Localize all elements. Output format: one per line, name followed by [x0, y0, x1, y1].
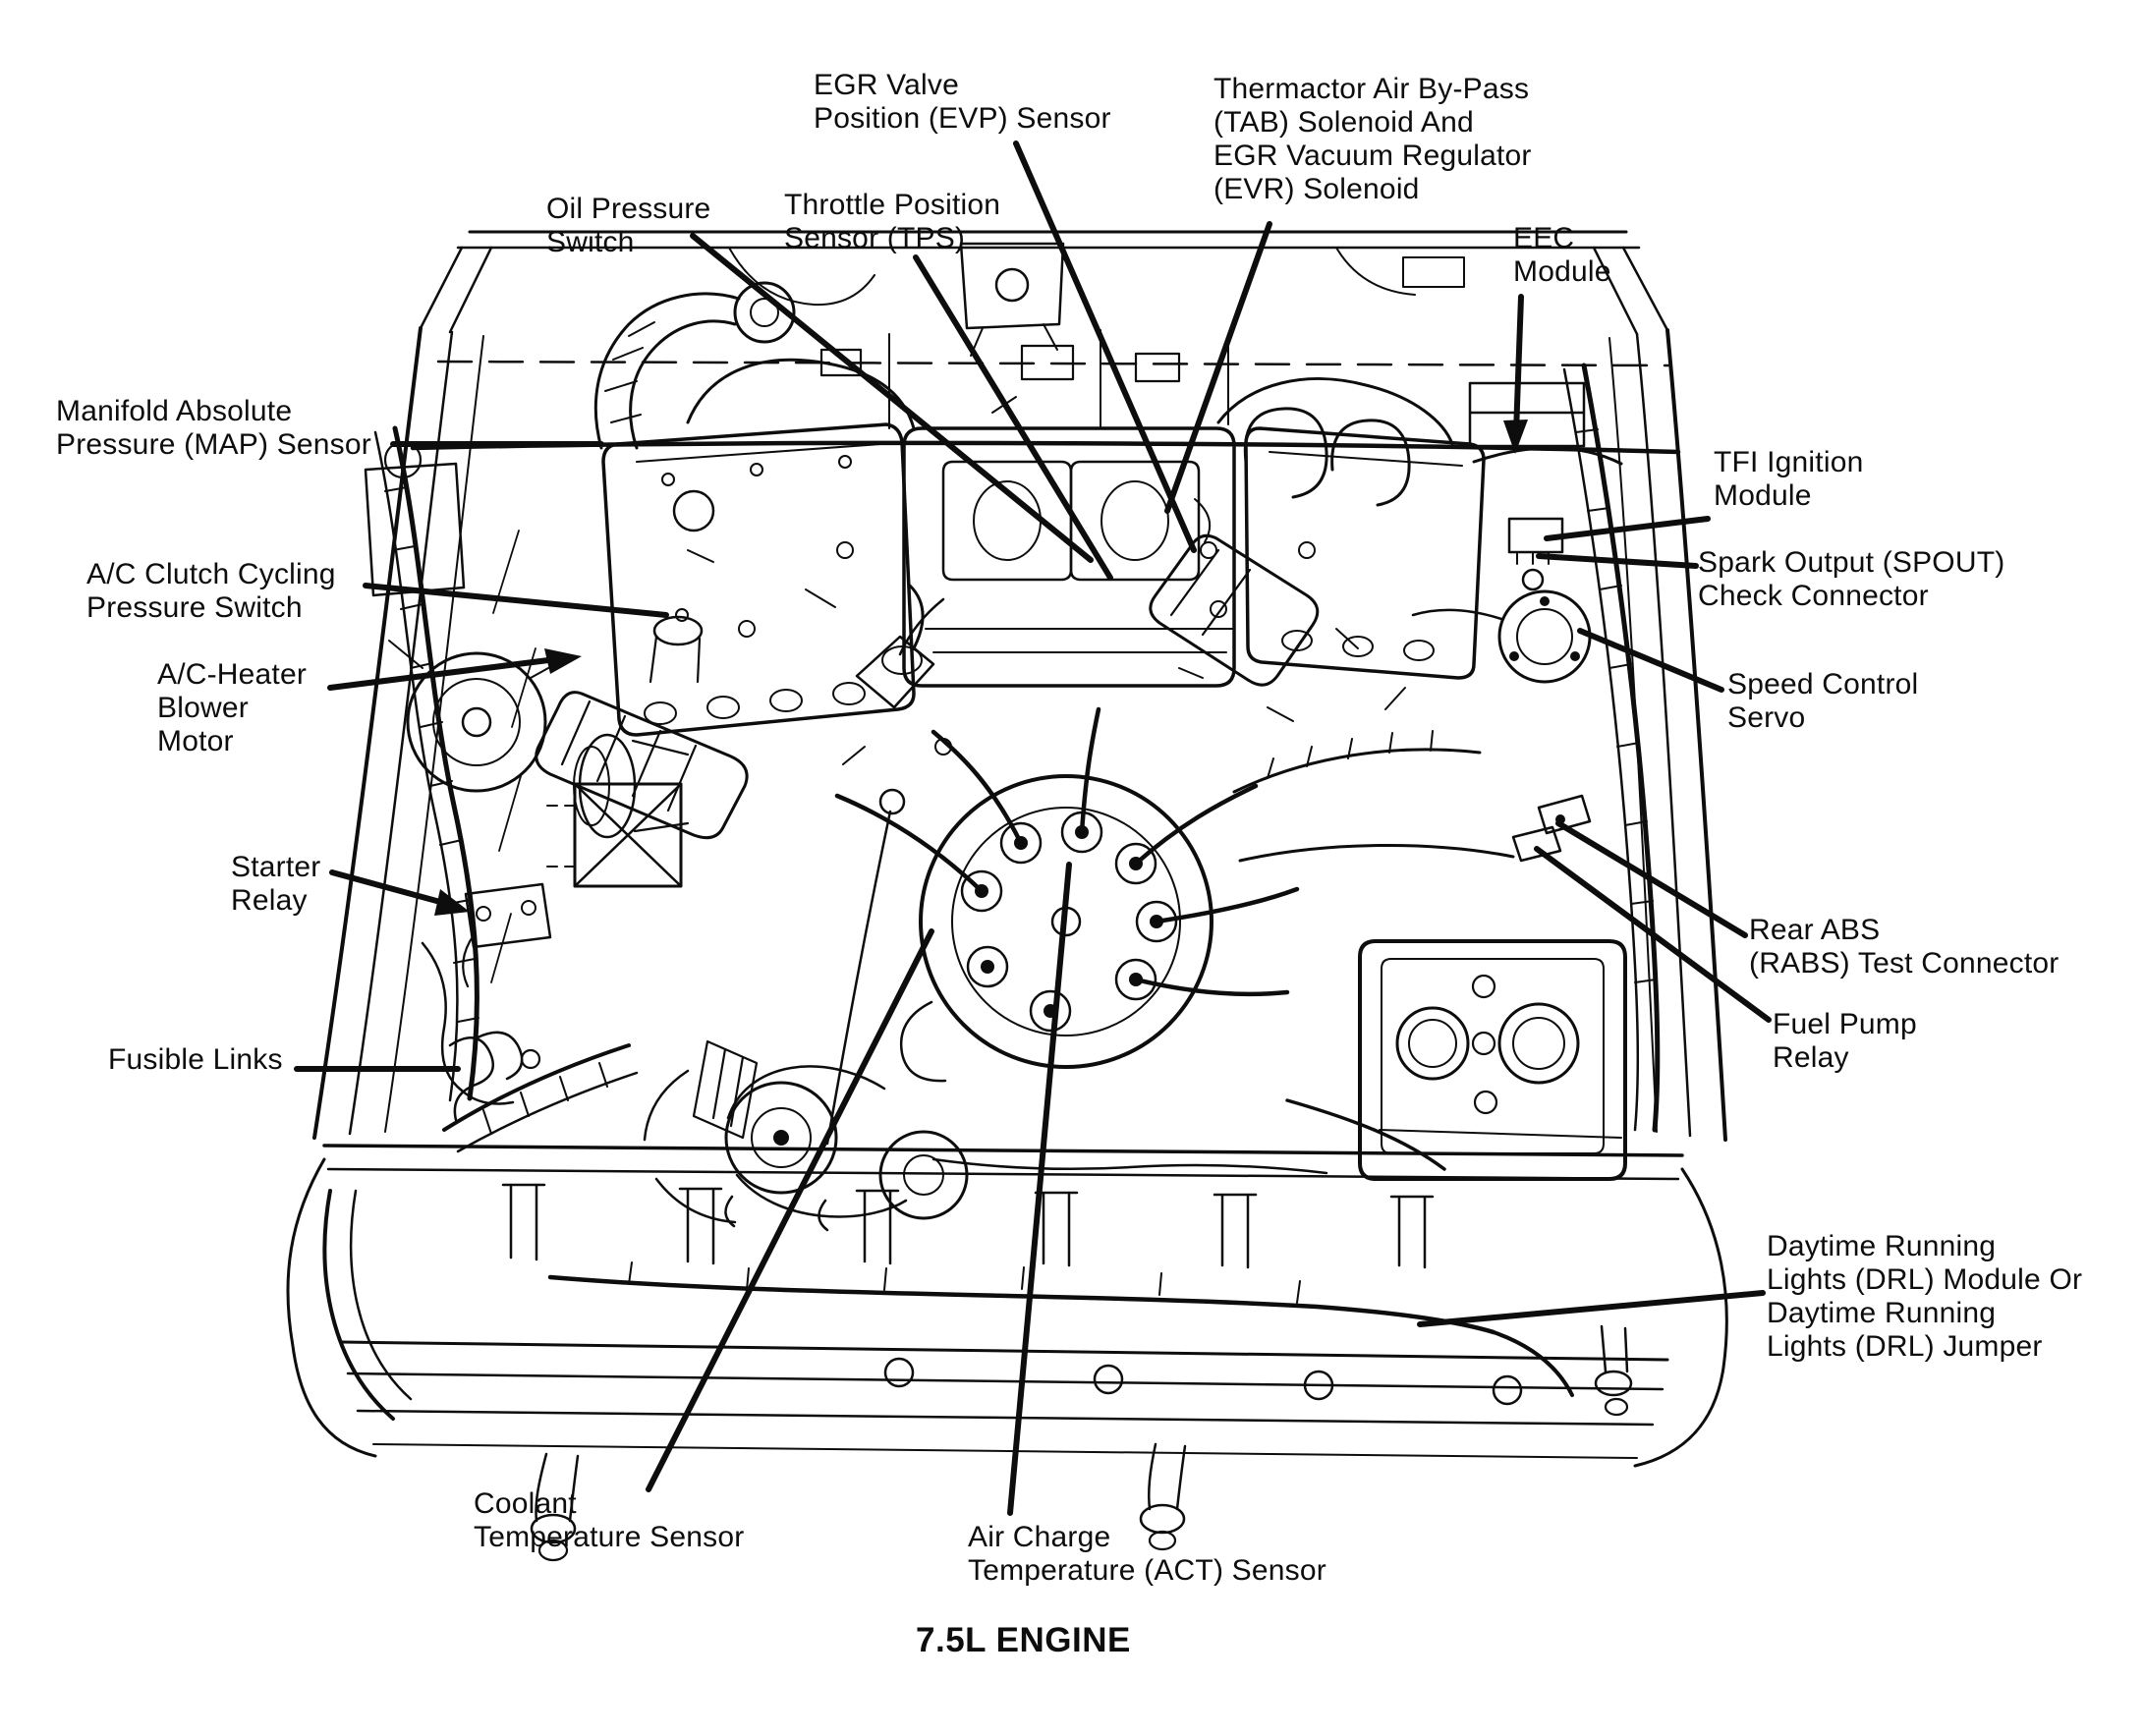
label-tfi-ignition-module: TFI Ignition Module [1714, 446, 1864, 512]
leader-thermactor [1164, 221, 1272, 514]
leader-eec-arrow [1503, 420, 1528, 454]
leader-drl [1417, 1290, 1766, 1327]
label-fuel-pump-relay: Fuel Pump Relay [1773, 1008, 1917, 1074]
engine-center [601, 329, 1623, 1224]
label-map-sensor: Manifold Absolute Pressure (MAP) Sensor [56, 395, 371, 461]
leader-coolant [646, 928, 934, 1492]
leader-act [1007, 862, 1072, 1516]
leader-starter-relay [329, 869, 443, 905]
leader-speed-servo [1577, 628, 1724, 693]
leader-tps [913, 254, 1113, 581]
spark-wires [834, 706, 1300, 997]
label-rabs-test-connector: Rear ABS (RABS) Test Connector [1749, 914, 2059, 980]
leader-oil-pressure [690, 233, 1094, 563]
leader-tfi [1544, 516, 1711, 541]
hanging-plug [1139, 1442, 1187, 1551]
leader-ac-blower [327, 656, 559, 691]
label-fusible-links: Fusible Links [108, 1043, 283, 1076]
cowl-firewall [410, 230, 1681, 455]
label-spout-check-connector: Spark Output (SPOUT) Check Connector [1698, 546, 2005, 612]
diagram-title: 7.5L ENGINE [916, 1621, 1131, 1659]
label-throttle-position-sensor: Throttle Position Sensor (TPS) [784, 189, 1001, 254]
label-thermactor-tab-evr: Thermactor Air By-Pass (TAB) Solenoid An… [1213, 73, 1532, 205]
leader-egr-evp [1013, 140, 1197, 553]
label-ac-clutch-cycling-switch: A/C Clutch Cycling Pressure Switch [86, 558, 336, 624]
label-coolant-temp-sensor: Coolant Temperature Sensor [474, 1487, 745, 1553]
label-act-sensor: Air Charge Temperature (ACT) Sensor [968, 1521, 1326, 1587]
front-support [286, 1144, 1728, 1562]
leader-rabs [1555, 820, 1748, 938]
hanging-plug [1594, 1324, 1633, 1417]
label-starter-relay: Starter Relay [231, 851, 321, 917]
leader-ac-blower-arrow [544, 648, 582, 674]
label-eec-module: EEC Module [1513, 222, 1611, 288]
hanging-plug [530, 1452, 580, 1562]
label-egr-evp-sensor: EGR Valve Position (EVP) Sensor [814, 69, 1111, 135]
left-components [364, 425, 749, 1153]
leader-eec [1513, 294, 1524, 435]
right-components [1149, 363, 1661, 1181]
label-ac-heater-blower-motor: A/C-Heater Blower Motor [157, 658, 308, 757]
leader-spout [1536, 553, 1699, 569]
leader-lines [294, 140, 1772, 1516]
leader-starter-relay-arrow [434, 889, 470, 916]
label-oil-pressure-switch: Oil Pressure Switch [546, 193, 711, 258]
leader-ac-clutch [363, 583, 669, 618]
label-speed-control-servo: Speed Control Servo [1727, 668, 1919, 734]
leader-fuel-pump [1534, 846, 1772, 1023]
label-drl-module-jumper: Daytime Running Lights (DRL) Module Or D… [1767, 1230, 2083, 1363]
